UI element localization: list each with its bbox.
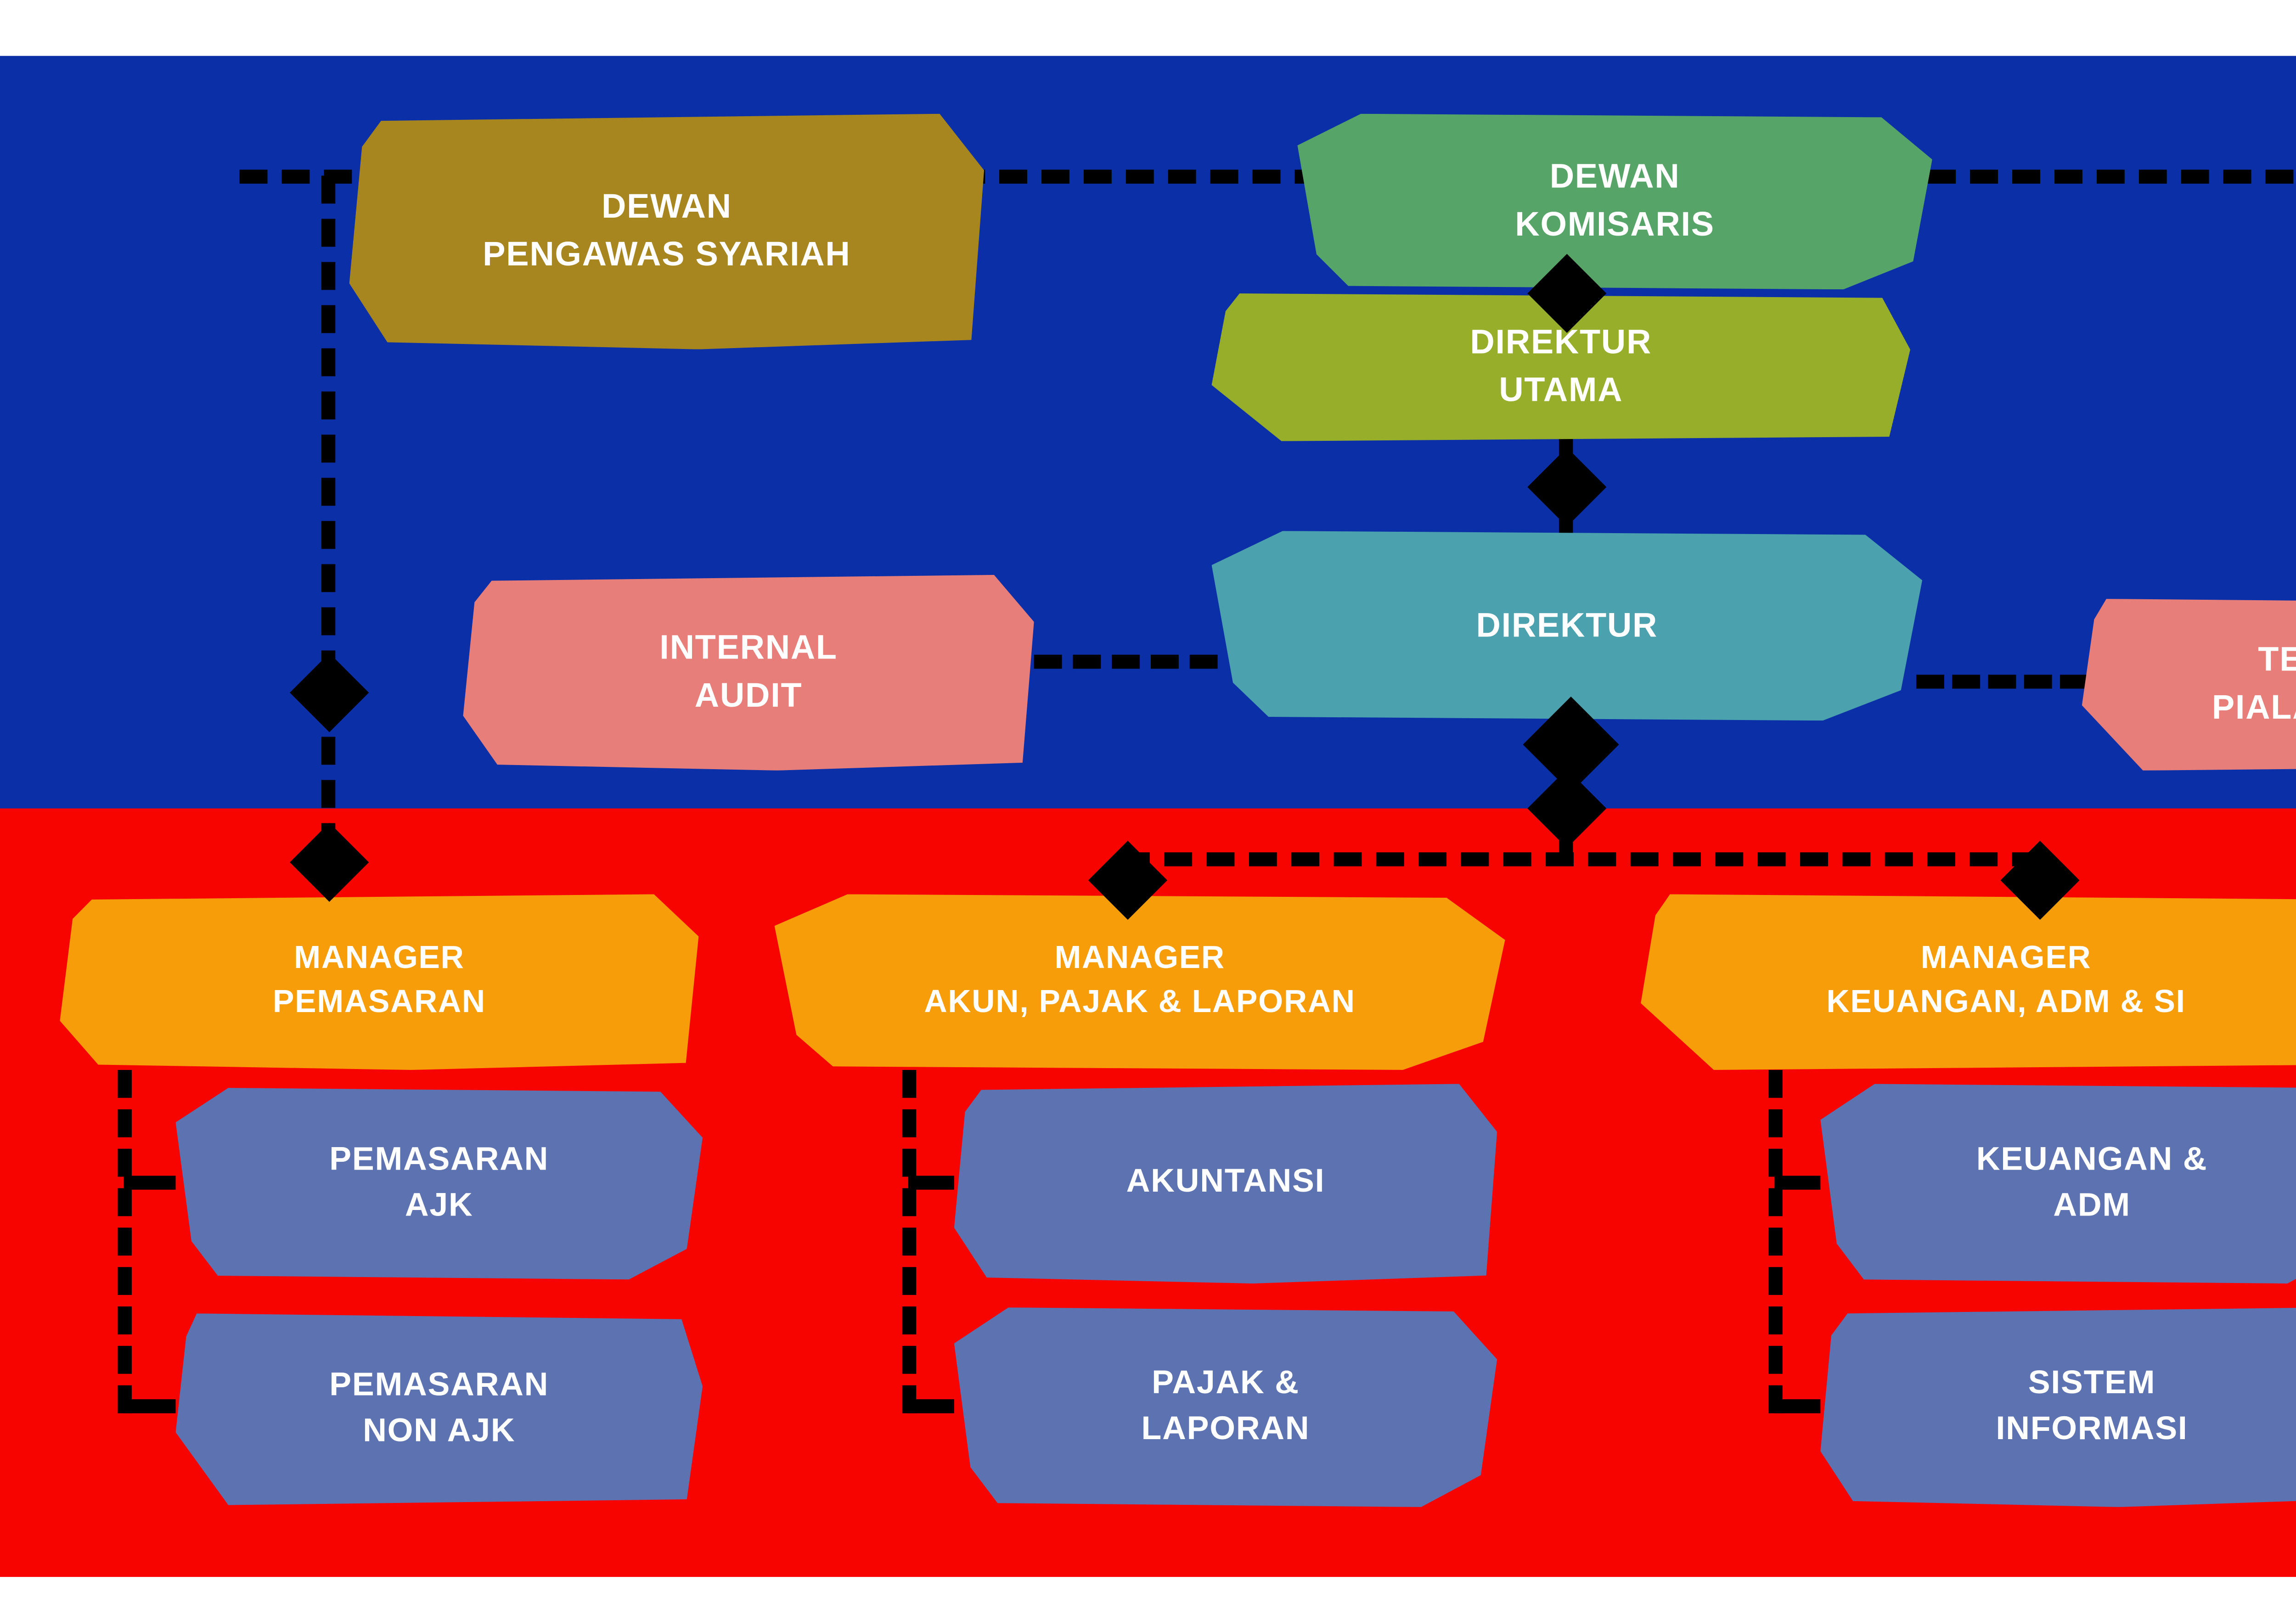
org-node-akuntansi: AKUNTANSI	[954, 1084, 1497, 1284]
connector-division2-vertical	[902, 1069, 917, 1413]
connector-managers-horizontal	[1121, 852, 2040, 867]
org-node-pemasaran-ajk: PEMASARAN AJK	[175, 1088, 703, 1280]
connector-division3-vertical	[1768, 1069, 1783, 1413]
connector-division1-unit1	[124, 1176, 176, 1190]
org-node-dewan-komisaris: DEWAN KOMISARIS	[1297, 113, 1932, 290]
connector-direktur-tenaga-ahli	[1916, 675, 2088, 689]
org-node-sistem-informasi: SISTEM INFORMASI	[1820, 1307, 2296, 1507]
org-node-manager-keuangan-adm-si: MANAGER KEUANGAN, ADM & SI	[1641, 894, 2296, 1070]
org-node-pemasaran-non-ajk: PEMASARAN NON AJK	[175, 1313, 703, 1505]
org-node-pajak-laporan: PAJAK & LAPORAN	[954, 1307, 1497, 1507]
org-node-internal-audit: INTERNAL AUDIT	[463, 574, 1034, 771]
connector-division1-unit2	[124, 1399, 176, 1413]
connector-division2-unit1	[908, 1176, 954, 1190]
connector-left-vertical	[321, 175, 336, 895]
org-node-manager-pemasaran: MANAGER PEMASARAN	[60, 894, 699, 1070]
org-node-tenaga-ahli-pialang-asuransi: TENAGA AHLI / PIALANG ASURANSI	[2082, 599, 2296, 771]
org-node-keuangan-adm: KEUANGAN & ADM	[1820, 1084, 2296, 1284]
org-node-dewan-pengawas-syariah: DEWAN PENGAWAS SYARIAH	[349, 113, 985, 349]
connector-division3-unit1	[1774, 1176, 1821, 1190]
connector-division3-unit2	[1774, 1399, 1821, 1413]
connector-direktur-internal-audit	[1034, 654, 1218, 669]
connector-division1-vertical	[118, 1069, 132, 1413]
org-node-direktur: DIREKTUR	[1211, 531, 1923, 721]
org-node-manager-akun-pajak-laporan: MANAGER AKUN, PAJAK & LAPORAN	[774, 894, 1505, 1070]
connector-division2-unit2	[908, 1399, 954, 1413]
org-node-direktur-utama: DIREKTUR UTAMA	[1211, 293, 1910, 441]
